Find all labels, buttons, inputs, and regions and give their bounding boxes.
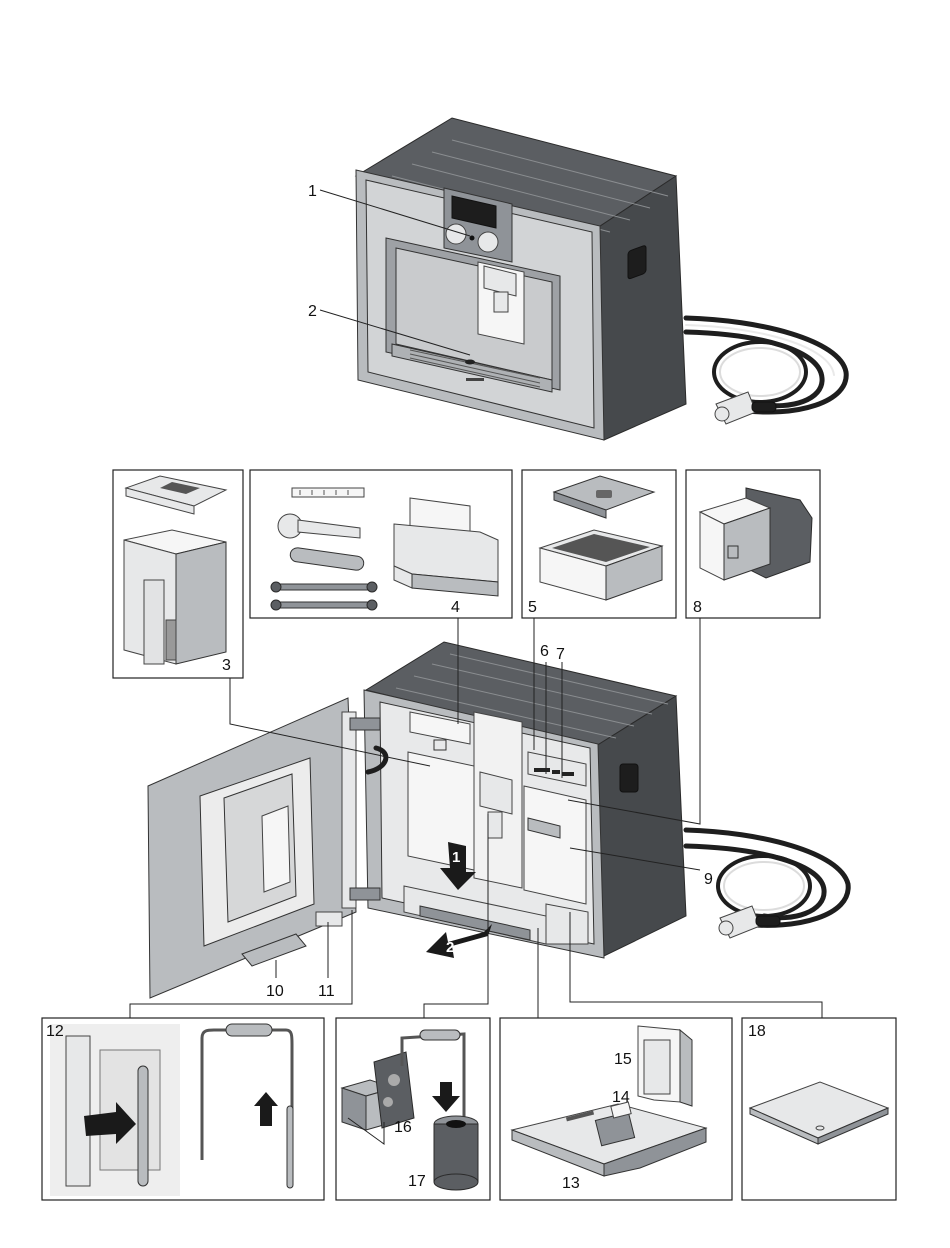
callout-11: 11 [318, 983, 335, 1000]
panel-13-14-15-drip-tray-set [500, 1018, 732, 1200]
callout-14: 14 [612, 1089, 630, 1106]
callout-7: 7 [556, 646, 565, 663]
panel-12-door-seal [42, 1018, 324, 1200]
callout-9: 9 [704, 871, 713, 888]
callout-15: 15 [614, 1051, 632, 1068]
panel-18-cleaning-pad [742, 1018, 896, 1200]
callout-1: 1 [308, 183, 317, 200]
callout-17: 17 [408, 1173, 426, 1190]
callout-13: 13 [562, 1175, 580, 1192]
callout-16: 16 [394, 1119, 412, 1136]
machine-closed-illustration [356, 118, 846, 440]
callout-3: 3 [222, 657, 231, 674]
step-2-arrow-label: 2 [446, 939, 454, 956]
callout-10: 10 [266, 983, 284, 1000]
callout-4: 4 [451, 599, 460, 616]
step-1-arrow-label: 1 [452, 849, 460, 866]
callout-6: 6 [540, 643, 549, 660]
machine-open-illustration: 1 2 [148, 642, 848, 998]
panel-3-water-tank [113, 470, 243, 678]
panel-5-milk-container [522, 470, 676, 618]
callout-5: 5 [528, 599, 537, 616]
callout-12: 12 [46, 1023, 64, 1040]
panel-8-drip-component [686, 470, 820, 618]
callout-18: 18 [748, 1023, 766, 1040]
callout-2: 2 [308, 303, 317, 320]
panel-4-accessories [250, 470, 512, 618]
callout-8: 8 [693, 599, 702, 616]
